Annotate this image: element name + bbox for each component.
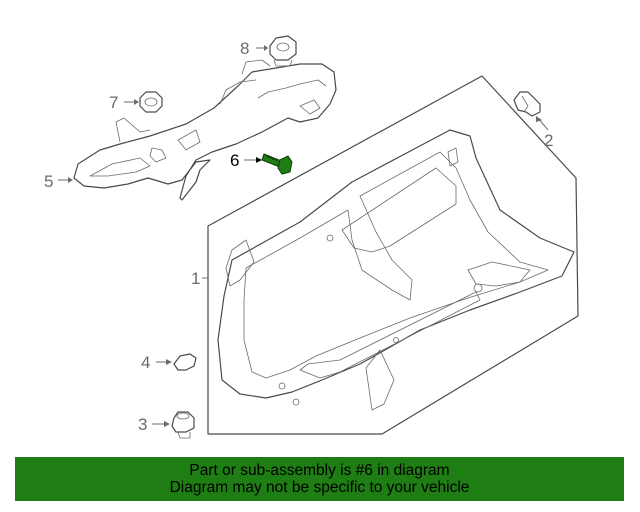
- part-4-clip[interactable]: [173, 353, 197, 371]
- callout-1[interactable]: 1: [191, 269, 200, 288]
- callout-3[interactable]: 3: [138, 415, 147, 434]
- part-1-trim-panel[interactable]: [207, 75, 579, 435]
- callout-2[interactable]: 2: [544, 131, 553, 150]
- callout-4[interactable]: 4: [141, 353, 150, 372]
- callout-5[interactable]: 5: [44, 172, 53, 191]
- callout-6[interactable]: 6: [230, 151, 239, 170]
- part-5-bracket[interactable]: [73, 59, 337, 201]
- callout-7[interactable]: 7: [109, 93, 118, 112]
- info-banner: Part or sub-assembly is #6 in diagram Di…: [15, 457, 624, 501]
- banner-line-1: Part or sub-assembly is #6 in diagram: [189, 462, 450, 479]
- banner-line-2: Diagram may not be specific to your vehi…: [169, 479, 470, 496]
- callout-8[interactable]: 8: [240, 39, 249, 58]
- part-7-clip[interactable]: [139, 91, 163, 113]
- part-3-grommet[interactable]: [171, 411, 195, 439]
- part-2-pin[interactable]: [513, 91, 541, 117]
- part-8-nut[interactable]: [269, 35, 297, 67]
- part-6-bolt[interactable]: [261, 153, 293, 175]
- parts-diagram: 8 7 5 6 2 1 4 3: [44, 35, 579, 439]
